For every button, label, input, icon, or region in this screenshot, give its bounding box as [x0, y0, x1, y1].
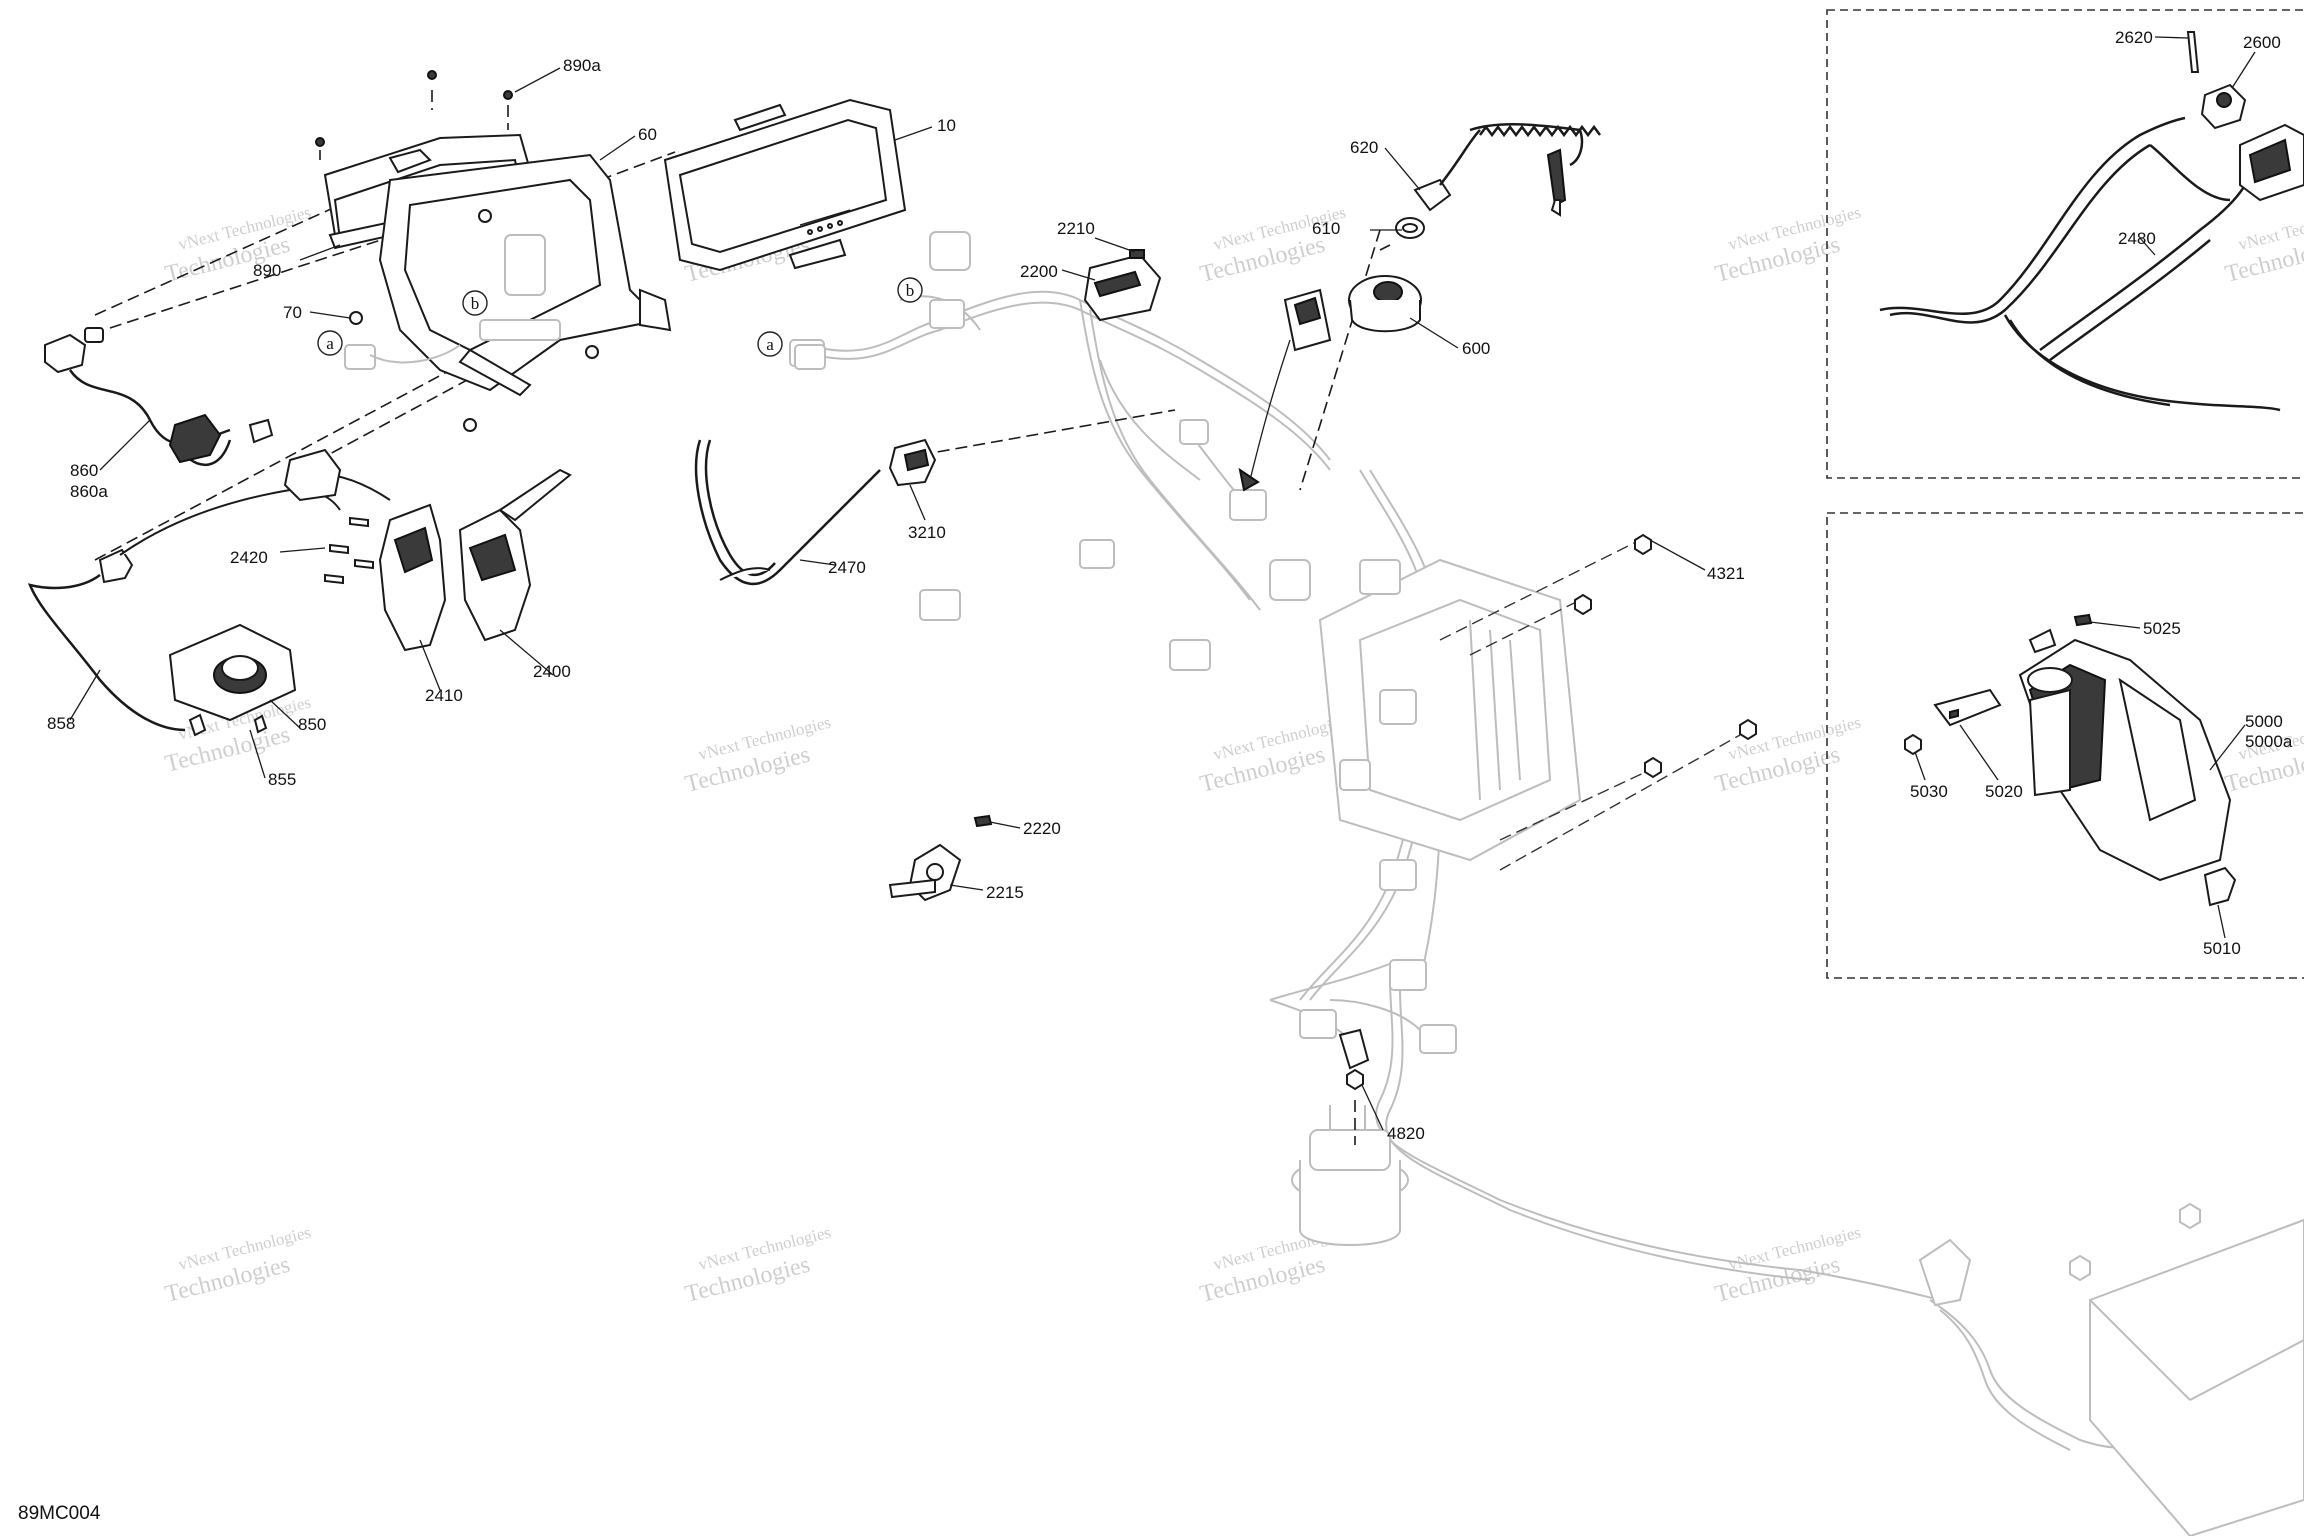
cluster-display-10	[663, 98, 907, 272]
callout-70: 70	[283, 303, 302, 322]
cluster-fasteners	[315, 70, 599, 432]
callout-610: 610	[1312, 219, 1340, 238]
callout-860: 860	[70, 461, 98, 480]
connector-3210	[888, 438, 937, 487]
connector-2600	[2200, 83, 2247, 130]
reference-mark-b: b	[906, 281, 915, 300]
reference-marks: a b a b	[317, 277, 923, 357]
cable-2470	[694, 439, 881, 586]
nut-4321	[1574, 533, 1757, 779]
callout-2600: 2600	[2243, 33, 2281, 52]
callout-4321: 4321	[1707, 564, 1745, 583]
tether-cord-620	[1413, 123, 1601, 217]
callout-890: 890	[253, 261, 281, 280]
screw-2620	[2186, 31, 2200, 73]
callout-620: 620	[1350, 138, 1378, 157]
bracket-5020	[1933, 688, 2002, 727]
callout-5020: 5020	[1985, 782, 2023, 801]
callout-2200: 2200	[1020, 262, 1058, 281]
harness-2480	[1879, 116, 2281, 412]
callout-2420: 2420	[230, 548, 268, 567]
callout-5000: 5000	[2245, 712, 2283, 731]
switch-850	[168, 623, 297, 737]
relay-module	[2239, 123, 2304, 202]
callout-3210: 3210	[908, 523, 946, 542]
switch-housing-2400	[458, 468, 572, 642]
callout-2410: 2410	[425, 686, 463, 705]
callout-850: 850	[298, 715, 326, 734]
detail-box-lower	[1826, 512, 2304, 979]
callout-5000a: 5000a	[2245, 732, 2293, 751]
callout-2620: 2620	[2115, 28, 2153, 47]
relay-2200	[1083, 253, 1162, 322]
diagram-code: 89MC004	[18, 1503, 101, 1524]
callout-2215: 2215	[986, 883, 1024, 902]
key-switch-600	[1348, 275, 1422, 333]
callout-2400: 2400	[533, 662, 571, 681]
switch-bracket	[1238, 288, 1332, 492]
reference-mark-a: a	[326, 334, 334, 353]
callout-2220: 2220	[1023, 819, 1061, 838]
callout-600: 600	[1462, 339, 1490, 358]
terminal-cap	[1338, 1028, 1370, 1070]
callout-860a: 860a	[70, 482, 108, 501]
key-switch-610	[1395, 217, 1425, 239]
reference-mark-b: b	[471, 294, 480, 313]
callout-10: 10	[937, 116, 956, 135]
callout-60: 60	[638, 125, 657, 144]
screw-2220	[973, 814, 993, 828]
cluster-bracket-60	[378, 153, 672, 397]
callout-855: 855	[268, 770, 296, 789]
callout-2480: 2480	[2118, 229, 2156, 248]
leader-lines	[69, 36, 2256, 1131]
screws-2420	[324, 516, 374, 585]
callouts: 890a 60 10 890 70 860 860a 2420 2410 240…	[47, 28, 2293, 1143]
callout-890a: 890a	[563, 56, 601, 75]
module-5000	[2018, 628, 2232, 882]
harness-860	[44, 327, 274, 467]
reference-mark-a: a	[766, 335, 774, 354]
callout-5030: 5030	[1910, 782, 1948, 801]
screw-5025	[2073, 613, 2093, 627]
nut-4820	[1346, 1068, 1364, 1091]
callout-4820: 4820	[1387, 1124, 1425, 1143]
callout-2210: 2210	[1057, 219, 1095, 238]
callout-858: 858	[47, 714, 75, 733]
connector-5010	[2203, 866, 2237, 907]
detail-box-upper	[1826, 9, 2304, 479]
main-wiring-harness	[789, 290, 2304, 1536]
sensor-2215	[888, 843, 962, 902]
callout-5010: 5010	[2203, 939, 2241, 958]
screw-5030	[1904, 733, 1922, 756]
callout-2470: 2470	[828, 558, 866, 577]
switch-connector	[283, 448, 342, 502]
harness-858	[27, 488, 341, 732]
callout-5025: 5025	[2143, 619, 2181, 638]
